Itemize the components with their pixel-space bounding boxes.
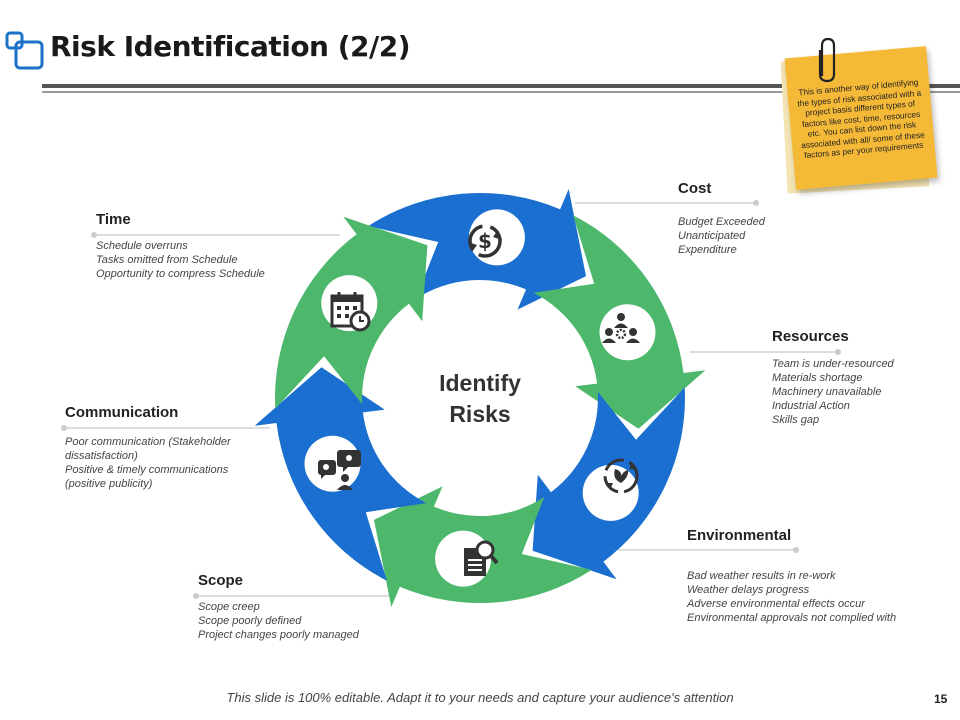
desc-item: Unanticipated <box>678 230 746 242</box>
center-label: Identify Risks <box>400 368 560 430</box>
desc-item: Expenditure <box>678 244 737 256</box>
desc-item: Schedule overruns <box>96 240 188 252</box>
title-rule <box>42 84 960 88</box>
icon-circle-resources <box>599 304 656 361</box>
category-time-desc: Schedule overruns Tasks omitted from Sch… <box>96 239 265 281</box>
desc-item: Team is under-resourced <box>772 358 894 370</box>
desc-item: Scope poorly defined <box>198 615 302 627</box>
desc-item: Scope creep <box>198 601 260 613</box>
desc-item: Opportunity to compress Schedule <box>96 268 265 280</box>
document-search-icon <box>464 540 499 576</box>
category-resources-label: Resources <box>772 328 849 345</box>
desc-item: Machinery unavailable <box>772 386 882 398</box>
desc-item: Bad weather results in re-work <box>687 570 836 582</box>
dollar-cycle-icon: $ <box>468 224 502 258</box>
desc-item: dissatisfaction) <box>65 450 138 462</box>
category-environmental-label: Environmental <box>687 527 792 544</box>
desc-item: Poor communication (Stakeholder <box>65 436 231 448</box>
eco-recycle-icon <box>603 458 639 494</box>
category-cost-label: Cost <box>678 180 712 197</box>
desc-item: Environmental approvals not complied wit… <box>687 612 897 624</box>
center-label-line2: Risks <box>449 401 511 427</box>
page-number: 15 <box>934 692 948 706</box>
desc-item: Weather delays progress <box>687 584 810 596</box>
desc-item: Adverse environmental effects occur <box>687 598 865 610</box>
category-time-label: Time <box>96 211 131 228</box>
footer-note: This slide is 100% editable. Adapt it to… <box>226 690 734 705</box>
desc-item: Tasks omitted from Schedule <box>96 254 238 266</box>
desc-item: Materials shortage <box>772 372 863 384</box>
category-resources-desc: Team is under-resourced Materials shorta… <box>772 357 894 427</box>
desc-item: (positive publicity) <box>65 478 153 490</box>
desc-item: Budget Exceeded <box>678 216 765 228</box>
logo-icon <box>5 31 44 70</box>
page-title: Risk Identification (2/2) <box>50 30 411 63</box>
svg-text:$: $ <box>478 229 492 253</box>
category-communication-label: Communication <box>65 404 179 421</box>
title-rule-light <box>42 91 960 93</box>
category-scope-label: Scope <box>198 572 244 589</box>
desc-item: Skills gap <box>772 414 820 426</box>
center-label-line1: Identify <box>439 370 521 396</box>
category-scope-desc: Scope creep Scope poorly defined Project… <box>198 600 359 642</box>
team-gear-icon <box>602 313 640 343</box>
desc-item: Positive & timely communications <box>65 464 229 476</box>
connector-lines <box>61 200 841 599</box>
desc-item: Industrial Action <box>772 400 850 412</box>
people-chat-icon <box>318 450 361 490</box>
category-cost-desc: Budget Exceeded Unanticipated Expenditur… <box>678 215 765 257</box>
paperclip-icon <box>818 37 836 83</box>
category-environmental-desc: Bad weather results in re-work Weather d… <box>687 569 896 625</box>
calendar-clock-icon <box>330 292 371 332</box>
desc-item: Project changes poorly managed <box>198 629 359 641</box>
category-communication-desc: Poor communication (Stakeholder dissatis… <box>65 435 231 491</box>
